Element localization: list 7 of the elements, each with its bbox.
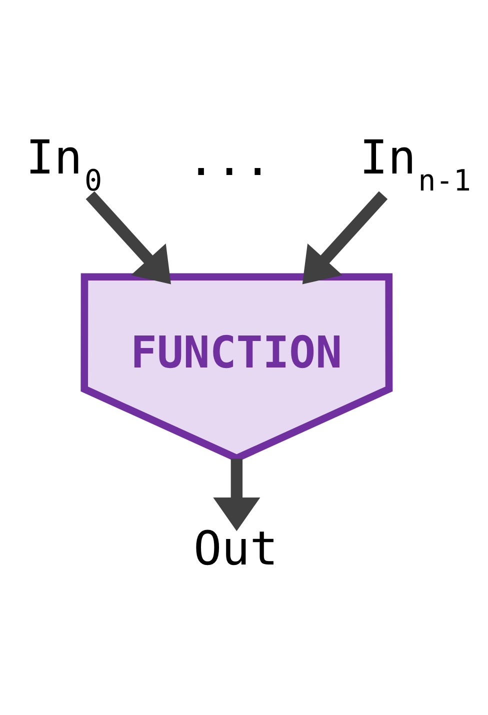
label: ... (187, 132, 272, 187)
node-text: Out (194, 522, 278, 576)
arrow (86, 190, 171, 284)
node-text: In$_{n-1}$ (360, 131, 472, 198)
arrow (213, 458, 260, 531)
node-text: In$_{0}$ (26, 131, 102, 198)
arrow (302, 190, 388, 284)
